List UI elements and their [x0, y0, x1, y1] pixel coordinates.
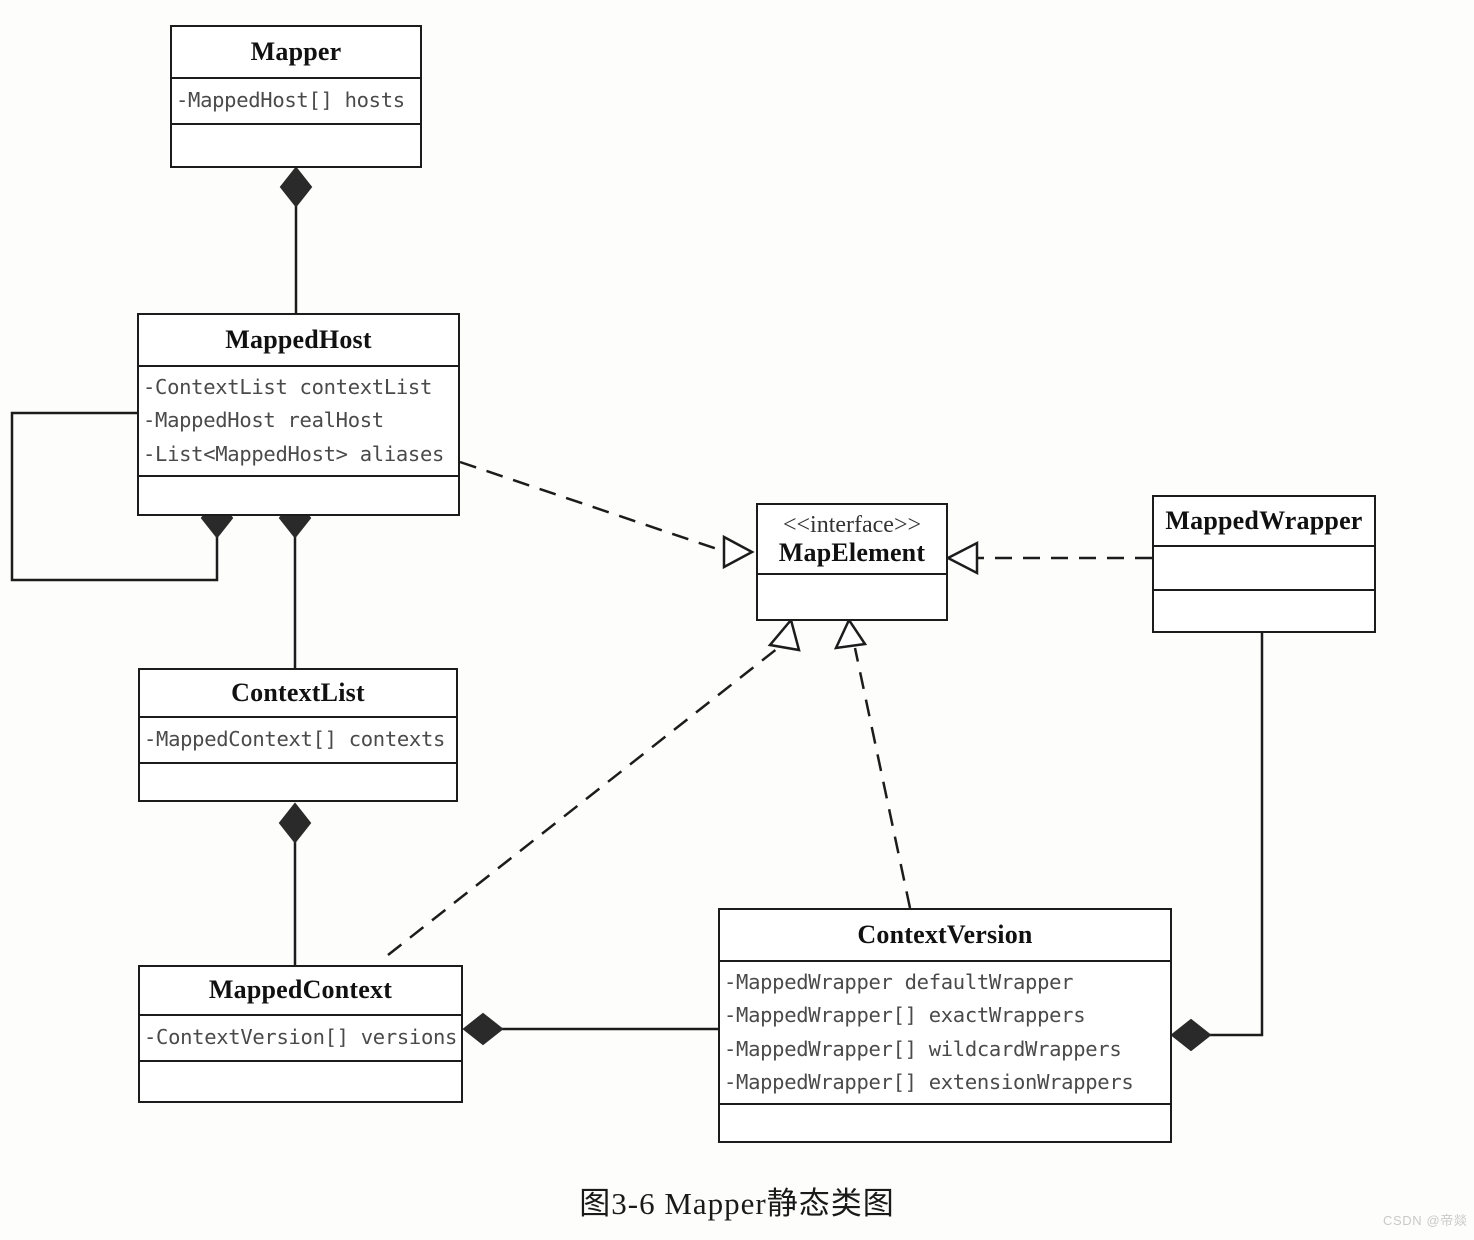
attribute-row: -MappedContext[] contexts — [144, 727, 446, 752]
edge-contextversion-realizes-mapelement — [833, 617, 912, 909]
class-title: MappedContext — [208, 975, 393, 1005]
class-title: Mapper — [250, 36, 342, 66]
class-title: MapElement — [778, 538, 926, 568]
attribute-row: -MappedWrapper[] exactWrappers — [724, 1003, 1086, 1028]
class-operations-compartment — [139, 475, 458, 515]
class-operations-compartment — [140, 762, 456, 802]
class-box-mapped-wrapper[interactable]: MappedWrapper — [1152, 495, 1376, 633]
class-attributes-compartment: -MappedHost[] hosts — [172, 77, 420, 123]
class-title: ContextList — [231, 677, 365, 707]
filled-diamond-marker — [279, 166, 313, 208]
class-title: MappedWrapper — [1165, 505, 1363, 535]
class-operations-compartment — [140, 1060, 461, 1102]
interface-stereotype: <<interface>> — [782, 512, 922, 539]
attribute-row: -MappedWrapper defaultWrapper — [724, 970, 1074, 995]
class-operations-compartment — [758, 573, 946, 621]
class-attributes-compartment — [1154, 545, 1374, 589]
attribute-row: -MappedWrapper[] extensionWrappers — [724, 1069, 1134, 1094]
attribute-row: -ContextVersion[] versions — [144, 1025, 458, 1050]
class-operations-compartment — [720, 1103, 1170, 1142]
filled-diamond-marker — [278, 802, 312, 844]
hollow-triangle-marker — [833, 617, 868, 650]
class-title: MappedHost — [225, 324, 372, 354]
class-name-compartment: MappedHost — [139, 315, 458, 365]
edge-contextversion-mappedwrapper — [1170, 633, 1264, 1052]
edge-mappedwrapper-realizes-mapelement — [945, 540, 1152, 576]
hollow-triangle-marker — [945, 540, 979, 576]
class-name-compartment: ContextVersion — [720, 910, 1170, 960]
edge-mappedhost-contextlist — [278, 497, 312, 668]
edge-mappedhost-realizes-mapelement — [459, 460, 755, 570]
class-name-compartment: MappedContext — [140, 967, 461, 1014]
attribute-row: -MappedHost realHost — [143, 408, 384, 433]
class-box-mapped-host[interactable]: MappedHost -ContextList contextList -Map… — [137, 313, 460, 516]
class-box-context-list[interactable]: ContextList -MappedContext[] contexts — [138, 668, 458, 802]
class-attributes-compartment: -ContextList contextList -MappedHost rea… — [139, 365, 458, 475]
class-box-map-element[interactable]: <<interface>> MapElement — [756, 503, 948, 621]
hollow-triangle-marker — [722, 534, 755, 570]
class-attributes-compartment: -ContextVersion[] versions — [140, 1014, 461, 1060]
class-box-context-version[interactable]: ContextVersion -MappedWrapper defaultWra… — [718, 908, 1172, 1143]
attribute-row: -MappedHost[] hosts — [176, 88, 405, 113]
edge-contextlist-mappedcontext — [278, 802, 312, 965]
class-name-compartment: <<interface>> MapElement — [758, 505, 946, 573]
class-attributes-compartment: -MappedWrapper defaultWrapper -MappedWra… — [720, 960, 1170, 1103]
filled-diamond-marker — [1170, 1018, 1212, 1052]
csdn-watermark: CSDN @帝燚 — [1383, 1213, 1468, 1228]
figure-caption: 图3-6 Mapper静态类图 — [579, 1186, 895, 1221]
class-operations-compartment — [1154, 589, 1374, 632]
class-operations-compartment — [172, 123, 420, 168]
edge-mapper-mappedhost — [279, 166, 313, 313]
attribute-row: -List<MappedHost> aliases — [143, 441, 445, 466]
class-name-compartment: ContextList — [140, 670, 456, 716]
class-name-compartment: Mapper — [172, 27, 420, 77]
class-title: ContextVersion — [857, 919, 1033, 949]
class-name-compartment: MappedWrapper — [1154, 497, 1374, 545]
class-attributes-compartment: -MappedContext[] contexts — [140, 716, 456, 762]
filled-diamond-marker — [462, 1012, 504, 1046]
attribute-row: -ContextList contextList — [143, 375, 433, 400]
hollow-triangle-marker — [767, 617, 801, 652]
class-box-mapped-context[interactable]: MappedContext -ContextVersion[] versions — [138, 965, 463, 1103]
edge-mappedcontext-contextversion — [462, 1012, 718, 1046]
attribute-row: -MappedWrapper[] wildcardWrappers — [724, 1036, 1122, 1061]
class-box-mapper[interactable]: Mapper -MappedHost[] hosts — [170, 25, 422, 168]
